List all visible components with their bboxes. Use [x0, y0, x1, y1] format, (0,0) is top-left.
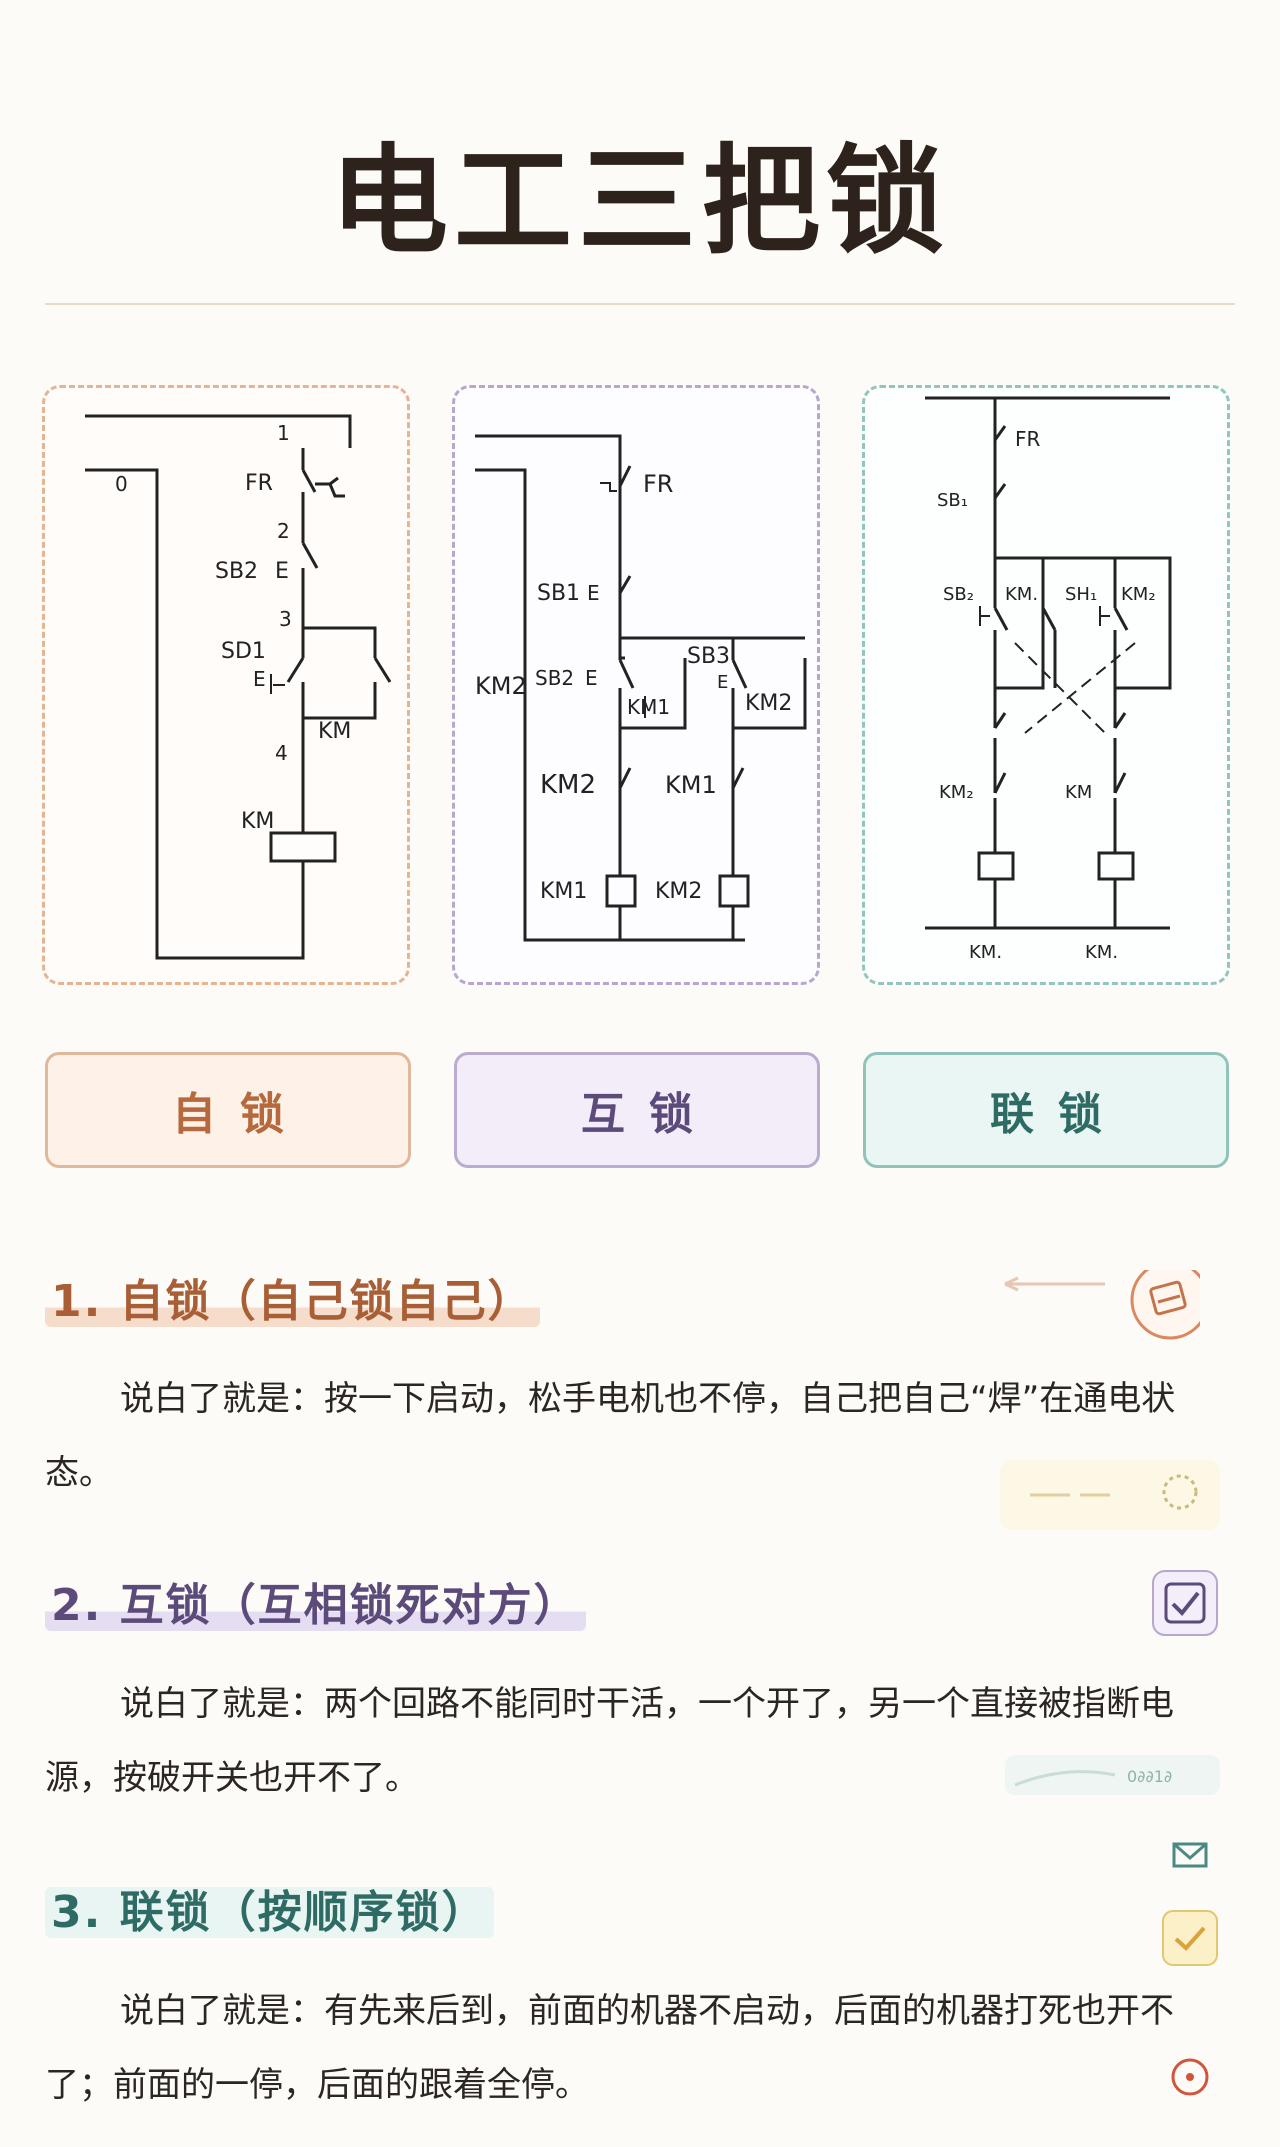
km2-nc-label: KM₂: [939, 782, 974, 803]
node-3: 3: [279, 607, 292, 631]
km1-coil-label: KM1: [540, 879, 587, 904]
km1-nc-label: KM1: [665, 771, 717, 799]
sd1-label: SD1: [221, 639, 266, 664]
sb2-label: SB₂: [943, 584, 974, 605]
sd1-e-label: E: [253, 667, 266, 691]
note-circle: [1130, 1270, 1200, 1340]
section-1-heading-text: 1. 自锁（自己锁自己）: [45, 1276, 540, 1327]
self-lock-diagram-card: 1 0 FR 2 SB2 E 3 SD1 E KM 4 KM: [42, 385, 410, 985]
section-1-text: 说白了就是：按一下启动，松手电机也不停，自己把自己“焊”在通电状态。: [45, 1379, 1176, 1493]
fr-label: FR: [1015, 427, 1041, 451]
km1-box-label: KM1: [627, 695, 670, 719]
chain-lock-label-text: 联锁: [990, 1089, 1126, 1140]
note-line: [1157, 1294, 1181, 1304]
check-badge-bg: [1162, 1910, 1218, 1966]
sb2-e-label: E: [275, 559, 289, 584]
sb1-label: SB1: [537, 581, 580, 606]
arrow-head: [1004, 1276, 1019, 1292]
chain-lock-circuit: FR SB₁ SB₂ KM. SH₁ KM₂ KM₂ KM KM. KM.: [925, 396, 1172, 963]
pencil-note-icon: [1004, 1270, 1200, 1340]
km-coil-label: KM: [241, 809, 274, 834]
chain-lock-diagram-card: FR SB₁ SB₂ KM. SH₁ KM₂ KM₂ KM KM. KM.: [862, 385, 1230, 985]
self-lock-label-text: 自锁: [172, 1089, 308, 1140]
node-1: 1: [277, 421, 290, 445]
checklist-check: [1171, 1591, 1200, 1616]
km2-nc-label: KM2: [540, 770, 596, 800]
wave-doodle: 0∂∂1∂: [1005, 1755, 1220, 1795]
wave-doodle-text: 0∂∂1∂: [1127, 1767, 1172, 1786]
record-circle-icon: [1171, 2058, 1209, 2096]
sb2-label: SB2: [535, 666, 574, 690]
check-badge-icon: [1162, 1910, 1218, 1966]
self-lock-label: 自锁: [45, 1052, 411, 1168]
km2-box-label: KM2: [745, 691, 792, 716]
km2-label: KM₂: [1121, 584, 1156, 605]
wave-doodle-svg: 0∂∂1∂: [1014, 1767, 1172, 1787]
interlock-diagram-card: FR SB1 E KM2 SB2 E SB3 E KM1 KM2 KM2 KM1…: [452, 385, 820, 985]
wave-line: [1014, 1770, 1116, 1787]
section-3-heading: 3. 联锁（按顺序锁）: [45, 1876, 494, 1940]
sb1-e-label: E: [587, 581, 600, 605]
section-2-heading: 2. 互锁（互相锁死对方）: [45, 1569, 586, 1633]
page-title: 电工三把锁: [329, 131, 950, 270]
section-3-text: 说白了就是：有先来后到，前面的机器不启动，后面的机器打死也开不了；前面的一停，后…: [45, 1991, 1174, 2105]
km-contact-label: KM: [318, 719, 351, 744]
km-a-label: KM.: [1005, 584, 1038, 605]
km-bottom-2-label: KM.: [1085, 942, 1118, 963]
node-0: 0: [115, 472, 128, 496]
note-rect: [1149, 1280, 1187, 1316]
chain-lock-label: 联锁: [863, 1052, 1229, 1168]
section-2-heading-text: 2. 互锁（互相锁死对方）: [45, 1580, 586, 1631]
interlock-circuit: FR SB1 E KM2 SB2 E SB3 E KM1 KM2 KM2 KM1…: [475, 434, 807, 942]
record-outer: [1171, 2058, 1209, 2096]
section-3-heading-text: 3. 联锁（按顺序锁）: [45, 1887, 494, 1938]
check-badge-check: [1174, 1926, 1206, 1951]
sb3-label: SB3: [687, 644, 730, 669]
checklist-box: [1164, 1582, 1206, 1624]
checklist-bg: [1152, 1570, 1218, 1636]
node-2: 2: [277, 519, 290, 543]
km-bottom-1-label: KM.: [969, 942, 1002, 963]
fr-label: FR: [245, 471, 273, 496]
interlock-label-text: 互锁: [581, 1089, 717, 1140]
sparkle-doodle-icon: [1000, 1460, 1220, 1530]
sb2-e-label: E: [585, 666, 598, 690]
doodle-circle: [1162, 1474, 1198, 1510]
sb1-label: SB₁: [937, 490, 968, 511]
node-4: 4: [275, 741, 288, 765]
envelope-body: [1172, 1842, 1208, 1868]
km2-coil-label: KM2: [655, 879, 702, 904]
km-nc-label: KM: [1065, 782, 1092, 803]
sb2-label: SB2: [215, 559, 258, 584]
km2-left-label: KM2: [475, 672, 527, 700]
sb3-e-label: E: [717, 672, 728, 693]
self-lock-circuit: 1 0 FR 2 SB2 E 3 SD1 E KM 4 KM: [85, 414, 392, 960]
checklist-icon: [1152, 1570, 1218, 1636]
envelope-icon: [1172, 1842, 1208, 1868]
section-1-heading: 1. 自锁（自己锁自己）: [45, 1265, 540, 1329]
title-divider: [45, 303, 1235, 305]
record-dot: [1186, 2073, 1194, 2081]
section-2-text: 说白了就是：两个回路不能同时干活，一个开了，另一个直接被指断电源，按破开关也开不…: [45, 1684, 1174, 1798]
fr-label: FR: [643, 470, 673, 498]
interlock-label: 互锁: [454, 1052, 820, 1168]
sh1-label: SH₁: [1065, 584, 1097, 605]
envelope-flap: [1173, 1842, 1207, 1860]
